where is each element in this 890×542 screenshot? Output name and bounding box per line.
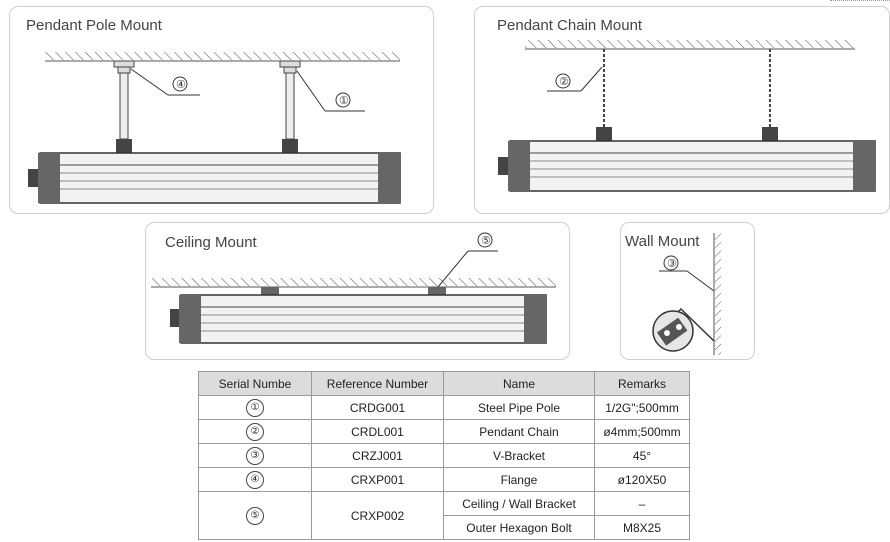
reference-cell: CRXP002 xyxy=(311,491,444,540)
light-fixture xyxy=(498,140,876,192)
table-row: ① CRDG001 Steel Pipe Pole 1/2G";500mm xyxy=(198,395,690,420)
callout-circle xyxy=(477,232,493,248)
callout-leader xyxy=(437,250,469,288)
panel-title: Wall Mount xyxy=(625,233,700,250)
callout-circle xyxy=(335,92,351,108)
light-fixture xyxy=(28,152,401,204)
panel-title: Pendant Pole Mount xyxy=(26,17,162,34)
callout-leader xyxy=(686,270,715,292)
remarks-cell: M8X25 xyxy=(594,515,690,540)
callout-5: ⑤ xyxy=(481,235,491,247)
reference-cell: CRXP001 xyxy=(311,467,444,492)
serial-number: ③ xyxy=(246,446,264,465)
left-pipe-pole xyxy=(113,60,135,153)
callout-1: ① xyxy=(339,95,349,107)
name-cell: Pendant Chain xyxy=(443,419,595,444)
remarks-cell: 45° xyxy=(594,443,690,468)
name-cell: V-Bracket xyxy=(443,443,595,468)
callout-4: ④ xyxy=(176,79,186,91)
panel-title: Ceiling Mount xyxy=(165,234,257,251)
right-bracket xyxy=(428,287,446,295)
header-reference: Reference Number xyxy=(311,371,444,396)
remarks-cell: 1/2G";500mm xyxy=(594,395,690,420)
callout-circle xyxy=(555,73,571,89)
name-cell: Steel Pipe Pole xyxy=(443,395,595,420)
remarks-cell: ø120X50 xyxy=(594,467,690,492)
callout-2: ② xyxy=(559,76,569,88)
ceiling-hatch xyxy=(525,40,855,48)
reference-cell: CRDL001 xyxy=(311,419,444,444)
panel-pendant-pole-mount: Pendant Pole Mount xyxy=(9,6,434,214)
reference-cell: CRDG001 xyxy=(311,395,444,420)
left-bracket xyxy=(261,287,279,295)
serial-number: ④ xyxy=(246,470,264,489)
table-row: Outer Hexagon Bolt M8X25 xyxy=(199,515,690,540)
reference-cell: CRZJ001 xyxy=(311,443,444,468)
right-chain-clip xyxy=(762,127,778,141)
panel-ceiling-mount: Ceiling Mount ⑤ xyxy=(145,222,570,360)
table-row: ③ CRZJ001 V-Bracket 45° xyxy=(198,443,690,468)
chain-mount-drawing: ② xyxy=(498,40,876,192)
name-cell: Ceiling / Wall Bracket xyxy=(443,491,595,516)
callout-leader xyxy=(296,70,326,112)
callout-leader xyxy=(580,66,603,92)
serial-number: ② xyxy=(246,422,264,441)
callout-circle xyxy=(663,255,679,271)
remarks-cell: ø4mm;500mm xyxy=(594,419,690,444)
callout-3: ③ xyxy=(667,258,677,270)
wall-mount-drawing: ③ xyxy=(652,233,721,355)
header-name: Name xyxy=(443,371,595,396)
header-serial: Serial Numbe xyxy=(198,371,312,396)
serial-number: ⑤ xyxy=(246,506,264,525)
panel-wall-mount: Wall Mount ③ xyxy=(620,222,755,360)
header-remarks: Remarks xyxy=(594,371,690,396)
wall-hatch xyxy=(715,233,721,355)
table-row: ② CRDL001 Pendant Chain ø4mm;500mm xyxy=(198,419,690,444)
fixture-bolt xyxy=(676,324,682,330)
panel-pendant-chain-mount: Pendant Chain Mount ② xyxy=(474,6,890,214)
ceiling-hatch xyxy=(151,278,556,286)
callout-circle xyxy=(172,76,188,92)
table-header-row: Serial Numbe Reference Number Name Remar… xyxy=(198,371,690,396)
remarks-cell: – xyxy=(594,491,690,516)
parts-table: Serial Numbe Reference Number Name Remar… xyxy=(198,371,690,540)
right-pipe-pole xyxy=(279,60,301,153)
ceiling-mount-drawing: ⑤ xyxy=(151,232,556,344)
panel-title: Pendant Chain Mount xyxy=(497,17,643,34)
ceiling-hatch xyxy=(45,52,400,60)
name-cell: Outer Hexagon Bolt xyxy=(443,515,595,540)
fixture-bolt xyxy=(664,330,670,336)
left-chain-clip xyxy=(596,127,612,141)
corner-mark xyxy=(830,0,890,5)
serial-number: ① xyxy=(246,398,264,417)
pole-mount-drawing: ④ ① xyxy=(28,52,401,204)
table-row: ④ CRXP001 Flange ø120X50 xyxy=(198,467,690,492)
table-row: ⑤ CRXP002 Ceiling / Wall Bracket – xyxy=(198,491,690,540)
light-fixture xyxy=(170,294,547,344)
name-cell: Flange xyxy=(443,467,595,492)
callout-leader xyxy=(130,68,169,96)
